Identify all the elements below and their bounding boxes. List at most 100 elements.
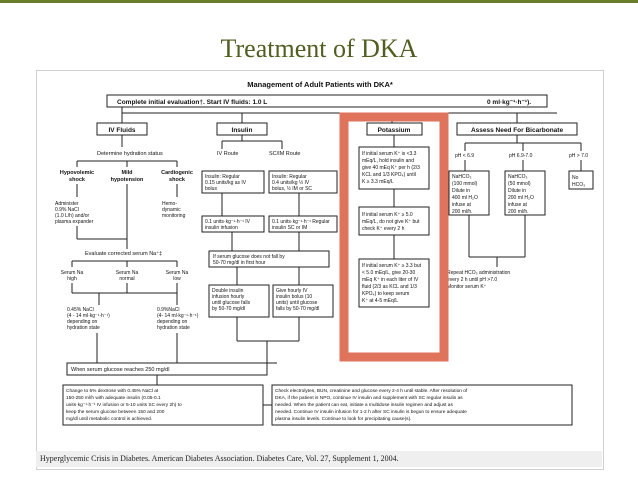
flowchart-frame: Management of Adult Patients with DKA* C… [36,70,604,470]
svg-text:keep the serum glucose between: keep the serum glucose between 150 and 2… [66,409,165,415]
svg-text:200 ml H₂O: 200 ml H₂O [508,195,534,201]
check-electrolytes-box [271,384,573,426]
svg-text:(1.0 L/h) and/or: (1.0 L/h) and/or [55,213,90,219]
svg-text:If initial serum K⁺ ≥ 5.0: If initial serum K⁺ ≥ 5.0 [362,212,413,218]
svg-text:0.45% NaCl: 0.45% NaCl [67,307,94,313]
svg-text:(50 mmol): (50 mmol) [508,181,531,187]
svg-text:until glucose falls: until glucose falls [212,300,251,306]
svg-text:low: low [173,276,181,282]
scim-hourly-box [268,215,338,233]
svg-text:Insulin: Insulin [232,127,253,134]
administer-text: Administer 0.9% NaCl (1.0 L/h) and/or pl… [55,201,94,225]
svg-text:mg/dl until metabolic control: mg/dl until metabolic control is achieve… [66,416,152,422]
svg-text:depending on: depending on [67,319,98,325]
svg-text:0.15 units/kg as IV: 0.15 units/kg as IV [205,180,247,186]
svg-text:NaHCO₃: NaHCO₃ [452,174,472,180]
svg-text:Hemo-: Hemo- [162,201,177,207]
svg-text:Potassium: Potassium [378,127,411,134]
svg-text:fluid (2/3 as KCL and 1/3: fluid (2/3 as KCL and 1/3 [362,284,417,290]
double-infusion-box [208,284,270,318]
svg-text:Mild: Mild [122,170,133,176]
svg-text:insulin bolus (10: insulin bolus (10 [276,294,312,300]
no-bicarb-box [568,170,594,190]
svg-text:Serum Na: Serum Na [166,270,189,276]
svg-text:KPO₄) to keep serum: KPO₄) to keep serum [362,291,409,297]
svg-text:every 2 h until pH >7.0: every 2 h until pH >7.0 [447,277,497,283]
svg-text:(4- 14 ml·kg⁻¹·h⁻¹): (4- 14 ml·kg⁻¹·h⁻¹) [157,313,199,319]
svg-text:HCO₃: HCO₃ [572,182,585,188]
svg-text:0.1 units·kg⁻¹·h⁻¹ IV: 0.1 units·kg⁻¹·h⁻¹ IV [205,219,251,225]
svg-text:infuse at: infuse at [508,202,528,208]
svg-text:NaHCO₃: NaHCO₃ [508,174,528,180]
svg-text:Give hourly IV: Give hourly IV [276,288,308,294]
svg-text:infuse at: infuse at [452,202,472,208]
svg-text:DKA, if the patient is NPO, co: DKA, if the patient is NPO, continue IV … [275,395,463,401]
svg-text:Administer: Administer [55,201,79,207]
svg-text:dynamic: dynamic [162,207,181,213]
svg-text:hypotension: hypotension [111,177,144,183]
svg-text:Serum Na: Serum Na [116,270,139,276]
svg-text:50-70 mg/dl in first hour: 50-70 mg/dl in first hour [213,260,266,266]
svg-text:bolus, ½ IM or SC: bolus, ½ IM or SC [272,185,312,192]
svg-text:pH > 7.0: pH > 7.0 [569,153,588,159]
svg-text:SC/IM Route: SC/IM Route [269,151,300,157]
svg-text:insulin infusion: insulin infusion [205,225,238,231]
svg-text:0.9% NaCl: 0.9% NaCl [55,207,79,213]
svg-text:falls by 50-70 mg/dl: falls by 50-70 mg/dl [276,306,319,312]
glucose-250-box [66,362,268,376]
svg-text:< 5.0 mEq/L, give 20-30: < 5.0 mEq/L, give 20-30 [362,270,415,276]
svg-text:shock: shock [69,177,86,183]
chart-title: Management of Adult Patients with DKA* [247,80,393,89]
svg-text:KCL and 1/3 KPO₄) until: KCL and 1/3 KPO₄) until [362,172,416,178]
potassium-highlight-frame [339,112,449,362]
svg-text:Insulin: Regular: Insulin: Regular [205,174,240,180]
svg-text:400 ml H₂O: 400 ml H₂O [452,195,478,201]
svg-text:depending on: depending on [157,319,188,325]
svg-text:150-250 ml/h with adequate ins: 150-250 ml/h with adequate insulin (0.05… [66,395,161,401]
svg-text:IV Route: IV Route [217,151,238,157]
svg-text:200 ml/h.: 200 ml/h. [508,209,529,215]
svg-text:check K⁺ every 2 h: check K⁺ every 2 h [362,226,405,232]
svg-text:plasma expander: plasma expander [55,219,94,225]
svg-text:Monitor serum K⁺: Monitor serum K⁺ [447,284,487,290]
svg-text:infusion hourly: infusion hourly [212,294,245,300]
hemodynamic-text: Hemo- dynamic monitoring [162,201,186,219]
svg-text:No: No [572,175,579,181]
svg-text:Change to 5% dextrose with 0.4: Change to 5% dextrose with 0.45% NaCl at [66,388,159,394]
evaluate-sodium: Evaluate corrected serum Na⁺‡ [85,250,162,257]
initial-eval-text-end: 0 ml·kg⁻¹·h⁻¹). [487,99,531,106]
svg-text:Insulin: Regular: Insulin: Regular [272,174,307,180]
svg-text:plasma insulin levels. Continu: plasma insulin levels. Continue to look … [275,416,412,422]
svg-text:(100 mmol): (100 mmol) [452,181,478,187]
svg-text:units·kg⁻¹·h⁻¹ IV infusion or: units·kg⁻¹·h⁻¹ IV infusion or 5-10 units… [66,402,182,408]
svg-text:Check electrolytes, BUN, creat: Check electrolytes, BUN, creatinine and … [275,388,468,394]
svg-text:200 ml/h.: 200 ml/h. [452,209,473,215]
svg-text:insulin SC or IM: insulin SC or IM [272,225,307,231]
citation: Hyperglycemic Crisis in Diabetes. Americ… [36,451,602,467]
svg-text:Repeat HCO₃ administration: Repeat HCO₃ administration [447,270,510,276]
iv-insulin-bolus-box [201,170,265,194]
svg-text:Dilute in: Dilute in [452,188,470,194]
svg-text:Double insulin: Double insulin [212,288,244,294]
dka-flowchart: Management of Adult Patients with DKA* C… [55,80,594,426]
svg-text:units) until glucose: units) until glucose [276,300,318,306]
svg-text:Hypovolemic: Hypovolemic [60,170,94,176]
svg-text:high: high [67,276,77,282]
svg-text:IV Fluids: IV Fluids [108,127,135,134]
slide-title: Treatment of DKA [220,34,418,63]
svg-text:Cardiogenic: Cardiogenic [161,170,193,176]
svg-text:mEq K⁺ in each liter of IV: mEq K⁺ in each liter of IV [362,277,419,283]
svg-text:K ≥ 3.3 mEq/L: K ≥ 3.3 mEq/L [362,179,394,185]
svg-text:monitoring: monitoring [162,213,186,219]
svg-text:Assess Need For Bicarbonate: Assess Need For Bicarbonate [471,127,564,134]
svg-text:Serum Na: Serum Na [61,270,84,276]
svg-text:If initial serum K⁺ is <3.3: If initial serum K⁺ is <3.3 [362,151,417,157]
svg-text:hydration state: hydration state [67,325,100,331]
initial-eval-box [106,94,548,108]
iv-infusion-box [201,215,265,233]
svg-text:K⁺ at 4-5 mEq/L: K⁺ at 4-5 mEq/L [362,298,398,304]
initial-eval-text: Complete initial evaluation†. Start IV f… [117,99,267,106]
svg-text:normal: normal [119,276,134,282]
svg-text:(4 - 14 ml·kg⁻¹·h⁻¹): (4 - 14 ml·kg⁻¹·h⁻¹) [67,313,110,319]
potassium-low-box [358,146,430,190]
